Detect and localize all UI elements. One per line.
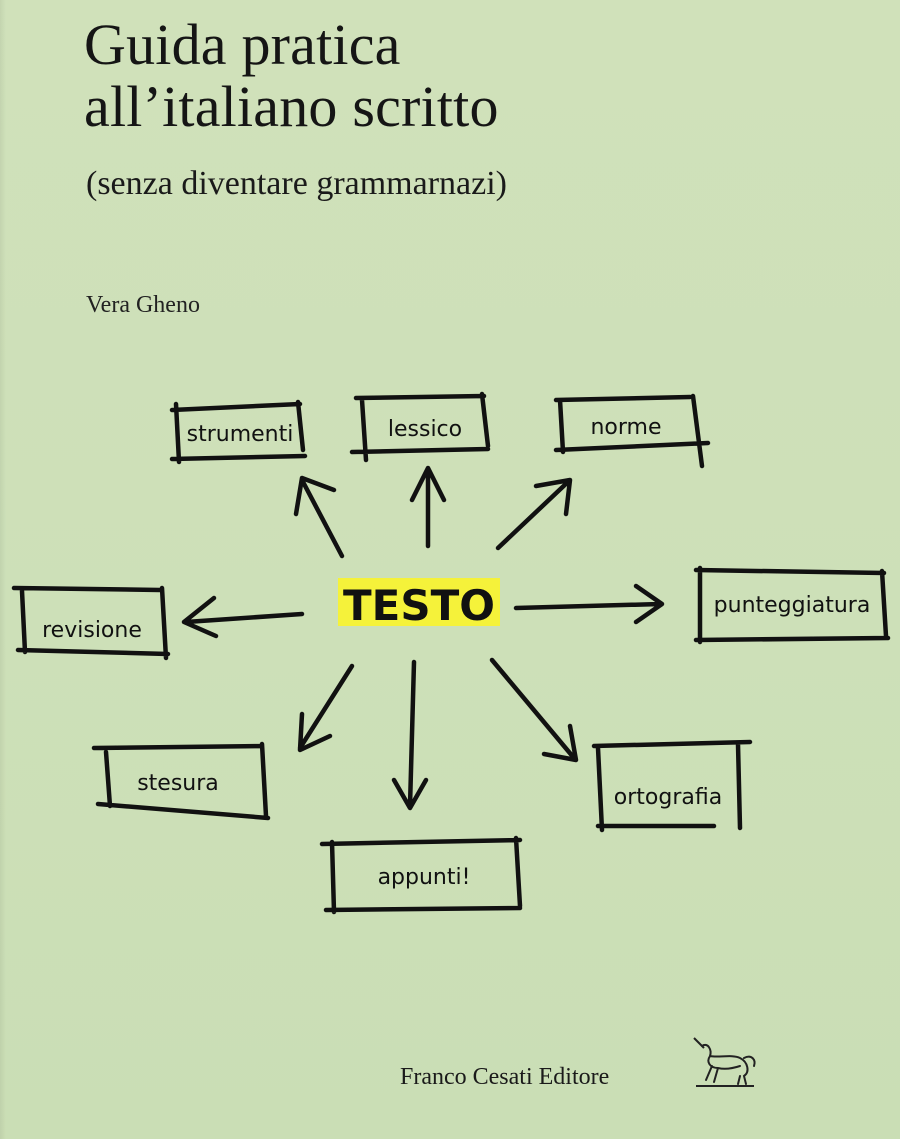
node-label: stesura: [137, 771, 219, 796]
unicorn-icon: [693, 1037, 756, 1087]
node-box: [91, 741, 271, 821]
arrow-line: [181, 595, 305, 639]
arrow-line: [489, 657, 579, 763]
arrow-to-punteggiatura: [513, 583, 665, 625]
arrow-line: [297, 663, 355, 753]
node-label: lessico: [388, 417, 462, 442]
arrow-line: [495, 477, 573, 551]
node-box: [319, 835, 523, 915]
node-label: strumenti: [187, 422, 294, 447]
node-norme: norme: [553, 393, 711, 469]
book-author: Vera Gheno: [86, 292, 200, 318]
spine-shadow: [0, 0, 6, 1139]
node-stesura: stesura: [91, 741, 271, 821]
node-box: [349, 391, 491, 463]
node-box: [693, 565, 891, 645]
node-punteggiatura: punteggiatura: [693, 565, 891, 645]
node-box: [553, 393, 711, 469]
node-box: [591, 739, 753, 833]
arrow-to-ortografia: [489, 657, 579, 763]
node-label: punteggiatura: [714, 593, 871, 618]
arrow-line: [391, 659, 429, 811]
node-ortografia: ortografia: [591, 739, 753, 833]
center-label: TESTO: [343, 581, 495, 630]
arrow-line: [293, 475, 345, 559]
node-lessico: lessico: [349, 391, 491, 463]
arrow-to-norme: [495, 477, 573, 551]
node-label: appunti!: [378, 865, 471, 890]
book-title: Guida pratica all’italiano scritto: [84, 14, 499, 138]
title-line-1: Guida pratica: [84, 12, 401, 77]
node-label: ortografia: [614, 785, 722, 810]
arrow-line: [409, 465, 447, 549]
node-label: revisione: [42, 618, 142, 643]
node-revisione: revisione: [11, 585, 171, 661]
book-subtitle: (senza diventare grammarnazi): [86, 165, 507, 202]
arrow-to-strumenti: [293, 475, 345, 559]
arrow-to-revisione: [181, 595, 305, 639]
node-label: norme: [590, 415, 661, 440]
node-box: [169, 399, 308, 465]
arrow-to-appunti: [391, 659, 429, 811]
title-line-2: all’italiano scritto: [84, 74, 499, 139]
center-highlight: [338, 578, 500, 626]
arrow-to-stesura: [297, 663, 355, 753]
arrow-line: [513, 583, 665, 625]
publisher-name: Franco Cesati Editore: [400, 1064, 610, 1090]
node-box: [11, 585, 171, 661]
node-strumenti: strumenti: [169, 399, 308, 465]
node-appunti: appunti!: [319, 835, 523, 915]
arrow-to-lessico: [409, 465, 447, 549]
